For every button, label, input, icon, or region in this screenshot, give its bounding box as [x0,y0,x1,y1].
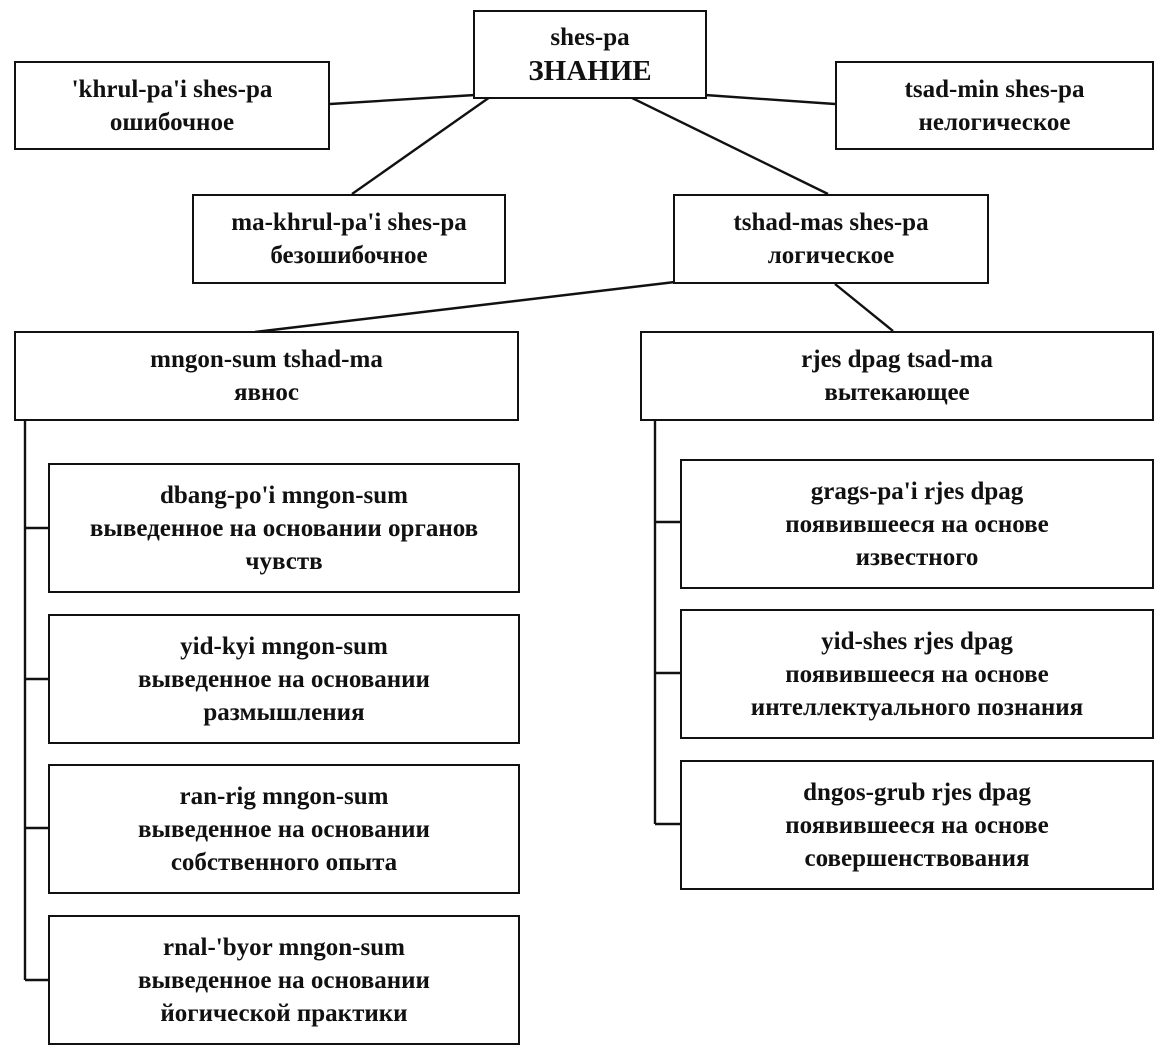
direct-node-tibetan: mngon-sum tshad-ma [150,346,383,373]
logical-node-tibetan: tshad-mas shes-pa [733,209,929,236]
logical-node: tshad-mas shes-pa логическое [673,194,989,284]
direct-child-tibetan: dbang-po'i mngon-sum [160,481,408,509]
root-node-tibetan: shes-pa [550,24,630,51]
unerring-node: ma-khrul-pa'i shes-pa безошибочное [192,194,506,284]
inferential-node: rjes dpag tsad-ma вытекающее [640,331,1154,421]
non-logical-node-tibetan: tsad-min shes-pa [904,75,1085,103]
inferential-child-node: yid-shes rjes dpag появившееся на основе… [680,609,1154,739]
root-node: shes-pa ЗНАНИЕ [473,10,707,99]
inferential-child-node: grags-pa'i rjes dpag появившееся на осно… [680,459,1154,589]
connector-root-logical [629,95,829,196]
direct-child-node: yid-kyi mngon-sum выведенное на основани… [48,614,520,744]
direct-child-tibetan: rnal-'byor mngon-sum [163,933,405,961]
non-logical-node-russian: нелогическое [918,108,1071,136]
unerring-node-tibetan: ma-khrul-pa'i shes-pa [231,209,467,236]
direct-child-russian-line: йогической практики [160,999,408,1027]
unerring-node-russian: безошибочное [270,242,428,269]
non-logical-node: tsad-min shes-pa нелогическое [835,61,1154,150]
inferential-child-tibetan: grags-pa'i rjes dpag [810,477,1024,505]
inferential-child-russian-line: интеллектуального познания [750,693,1084,721]
logical-node-russian: логическое [767,242,895,269]
inferential-node-russian: вытекающее [824,379,970,406]
root-node-russian: ЗНАНИЕ [528,55,652,87]
direct-child-russian-line: чувств [245,547,323,575]
direct-child-tibetan: yid-kyi mngon-sum [180,632,388,660]
inferential-node-tibetan: rjes dpag tsad-ma [801,346,993,373]
inferential-child-node: dngos-grub rjes dpag появившееся на осно… [680,760,1154,890]
direct-child-russian-line: выведенное на основании [138,665,430,693]
inferential-child-tibetan: dngos-grub rjes dpag [803,778,1031,806]
connector-logical-direct [254,280,676,334]
connector-root-left [329,93,476,106]
direct-child-russian-line: размышления [203,698,365,726]
erroneous-node-tibetan: 'khrul-pa'i shes-pa [71,75,273,103]
erroneous-node: 'khrul-pa'i shes-pa ошибочное [14,61,330,150]
direct-child-russian-line: выведенное на основании органов [89,514,479,542]
erroneous-node-russian: ошибочное [109,108,235,136]
direct-child-russian-line: собственного опыта [170,848,398,876]
direct-node-russian: явнос [233,379,300,406]
inferential-child-russian-line: появившееся на основе [785,660,1049,688]
direct-child-node: rnal-'byor mngon-sum выведенное на основ… [48,915,520,1045]
direct-node: mngon-sum tshad-ma явнос [14,331,519,421]
connector-logical-inferential [834,283,894,332]
direct-child-node: dbang-po'i mngon-sum выведенное на основ… [48,463,520,593]
direct-child-tibetan: ran-rig mngon-sum [179,782,389,810]
connector-root-right [704,93,836,106]
direct-child-node: ran-rig mngon-sum выведенное на основани… [48,764,520,894]
inferential-child-russian-line: появившееся на основе [785,510,1049,538]
connector-root-unerring [351,96,491,195]
inferential-child-russian-line: совершенствования [804,844,1030,872]
direct-child-russian-line: выведенное на основании [138,815,430,843]
inferential-child-tibetan: yid-shes rjes dpag [821,627,1013,655]
inferential-child-russian-line: появившееся на основе [785,811,1049,839]
inferential-child-russian-line: известного [855,543,979,571]
direct-child-russian-line: выведенное на основании [138,966,430,994]
